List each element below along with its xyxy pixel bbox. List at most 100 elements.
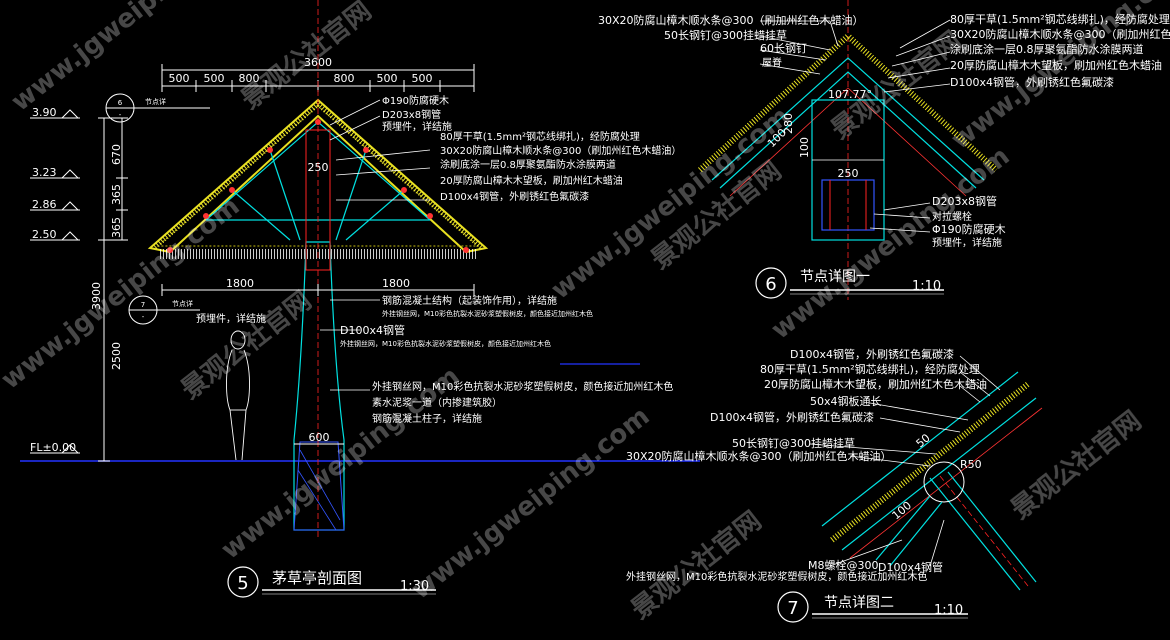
detail-6-dimension: 250	[838, 167, 859, 180]
note-left-small: 外挂钢丝网，M10彩色抗裂水泥砂浆塑假树皮，颜色接近加州红木色	[382, 309, 593, 318]
note-detail-6: 60长钢钉	[760, 42, 807, 55]
note-left: 涂刷底涂一层0.8厚聚氨酯防水涂膜两道	[440, 158, 616, 171]
elevation-label: 2.86	[32, 198, 57, 211]
overall-width-dimension: 3600	[304, 56, 332, 69]
svg-text:景观公社官网: 景观公社官网	[1005, 405, 1147, 525]
note-detail-6: 屋脊	[762, 56, 782, 69]
detail-7-drawing	[821, 371, 1043, 591]
svg-text:1:10: 1:10	[934, 603, 963, 618]
elevation-label: 3.23	[32, 166, 57, 179]
title-block-5: 5 茅草亭剖面图 1:30	[227, 566, 436, 598]
top-dimension: 500	[377, 72, 398, 85]
vertical-dimension: 365	[110, 184, 123, 205]
detail-6-dimension: 280	[782, 113, 795, 134]
svg-text:节点详: 节点详	[145, 97, 166, 106]
svg-text:6: 6	[118, 99, 123, 107]
person-scale-figure	[226, 330, 250, 461]
svg-text:www.jgweiping.com: www.jgweiping.com	[6, 0, 256, 118]
note-detail-7: 外挂钢丝网，M10彩色抗裂水泥砂浆塑假树皮，颜色接近加州红木色	[626, 570, 927, 583]
note-detail-6: 30X20防腐山樟木顺水条@300（刷加州红色木蜡油）	[950, 27, 1170, 41]
svg-text:茅草亭剖面图: 茅草亭剖面图	[272, 569, 362, 587]
center-member	[305, 129, 331, 271]
note-left: D203x8钢管	[382, 108, 441, 121]
note-detail-6: 预埋件，详结施	[932, 236, 1002, 249]
radius-label: R50	[960, 458, 982, 471]
note-detail-6: Φ190防腐硬木	[932, 222, 1006, 236]
note-detail-6: D100x4钢管，外刷锈红色氟碳漆	[950, 75, 1114, 89]
note-detail-6: 对拉螺栓	[932, 210, 972, 223]
note-detail-7: 50x4钢板通长	[810, 394, 882, 408]
top-dimension: 500	[204, 72, 225, 85]
note-left: 钢筋混凝土柱子，详结施	[372, 412, 482, 425]
note-left: 预埋件，详结施	[382, 120, 452, 133]
svg-text:1:30: 1:30	[400, 579, 429, 594]
elevation-label: 2.50	[32, 228, 57, 241]
vertical-dimension: 365	[110, 217, 123, 238]
leader-lines-detail-6	[759, 19, 951, 233]
top-dimension: 800	[239, 72, 260, 85]
note-detail-7: 80厚干草(1.5mm²钢芯线绑扎)，经防腐处理	[760, 362, 980, 376]
svg-text:景观公社官网: 景观公社官网	[625, 505, 767, 625]
note-detail-7: 20厚防腐山樟木木望板，刷加州红木色木蜡油	[764, 377, 987, 391]
svg-text:节点详图一: 节点详图一	[800, 269, 870, 285]
svg-text:6: 6	[765, 274, 776, 295]
note-detail-6: 80厚干草(1.5mm²钢芯线绑扎)，经防腐处理	[950, 12, 1170, 26]
roof-frame	[205, 121, 431, 241]
svg-text:1:10: 1:10	[912, 279, 941, 294]
note-detail-6: 涂刷底涂一层0.8厚聚氨酯防水涂膜两道	[950, 42, 1144, 56]
frame-nodes	[167, 119, 469, 253]
svg-text:-: -	[142, 313, 145, 321]
note-left: 30X20防腐山樟木顺水条@300（刷加州红色木蜡油）	[440, 144, 681, 157]
detail-callout-7: 7 - 节点详	[128, 295, 200, 325]
svg-text:景观公社官网: 景观公社官网	[235, 0, 377, 116]
detail-6-dimension: 100	[798, 137, 811, 158]
elevation-label: 3.90	[32, 106, 57, 119]
note-detail-7: D100x4钢管，外刷锈红色氟碳漆	[710, 410, 874, 424]
note-detail-6: 20厚防腐山樟木木望板，刷加州红色木蜡油	[950, 58, 1162, 72]
note-detail-6: 30X20防腐山樟木顺水条@300（刷加州红色木蜡油）	[598, 13, 864, 27]
note-detail-6: 50长钢钉@300挂蜡挂草	[664, 28, 787, 42]
note-detail-6: D203x8钢管	[932, 194, 997, 208]
note-left: 钢筋混凝土结构（起装饰作用），详结施	[382, 294, 557, 307]
embedded-part-note: 预埋件，详结施	[196, 312, 266, 325]
note-left: D100x4钢管	[340, 323, 405, 337]
member-size: 250	[308, 161, 329, 174]
title-block-7: 7 节点详图二 1:10	[777, 591, 968, 623]
note-detail-7: D100x4钢管	[878, 560, 943, 574]
elevation-markers	[30, 109, 80, 454]
top-dimension: 800	[334, 72, 355, 85]
note-left: 素水泥浆一道（内掺建筑胶）	[372, 396, 502, 409]
vertical-dimension: 2500	[110, 342, 123, 370]
top-dimension: 500	[169, 72, 190, 85]
roof-angle: 107.77°	[828, 88, 872, 101]
title-block-6: 6 节点详图一 1:10	[755, 267, 944, 299]
leader-lines-detail-7	[809, 355, 1001, 567]
detail-7-dimension: 50	[914, 431, 933, 450]
vertical-dimension: 670	[110, 144, 123, 165]
note-left: Φ190防腐硬木	[382, 94, 449, 107]
note-detail-7: 50长钢钉@300挂蜡挂草	[732, 436, 855, 450]
svg-text:-: -	[119, 111, 122, 119]
svg-text:www.jgweiping.com: www.jgweiping.com	[406, 401, 656, 605]
vertical-dimension: 3900	[90, 282, 103, 310]
note-detail-7: D100x4钢管，外刷锈红色氟碳漆	[790, 347, 954, 361]
note-left: D100x4钢管，外刷锈红色氟碳漆	[440, 190, 589, 203]
note-detail-7: M8螺栓@300	[808, 558, 879, 572]
note-left: 20厚防腐山樟木木望板，刷加州红木蜡油	[440, 174, 623, 187]
svg-text:7: 7	[787, 598, 798, 619]
note-detail-7: 30X20防腐山樟木顺水条@300（刷加州红色木蜡油）	[626, 449, 892, 463]
note-left: 外挂钢丝网，M10彩色抗裂水泥砂浆塑假树皮，颜色接近加州红木色	[372, 380, 673, 393]
svg-text:7: 7	[141, 301, 145, 309]
svg-text:www.jgweiping.com: www.jgweiping.com	[216, 361, 466, 565]
svg-text:节点详: 节点详	[172, 299, 193, 308]
note-left-small: 外挂钢丝网，M10彩色抗裂水泥砂浆塑假树皮，颜色接近加州红木色	[340, 339, 551, 348]
note-left: 80厚干草(1.5mm²钢芯线绑扎)，经防腐处理	[440, 130, 640, 143]
vertical-dimension-chain	[98, 117, 128, 462]
detail-callout-6: 6 - 节点详	[105, 93, 210, 123]
span-dimension-lines	[161, 284, 475, 296]
leader-lines-left	[320, 99, 431, 391]
svg-text:景观公社官网: 景观公社官网	[175, 285, 317, 405]
svg-text:5: 5	[237, 573, 248, 594]
